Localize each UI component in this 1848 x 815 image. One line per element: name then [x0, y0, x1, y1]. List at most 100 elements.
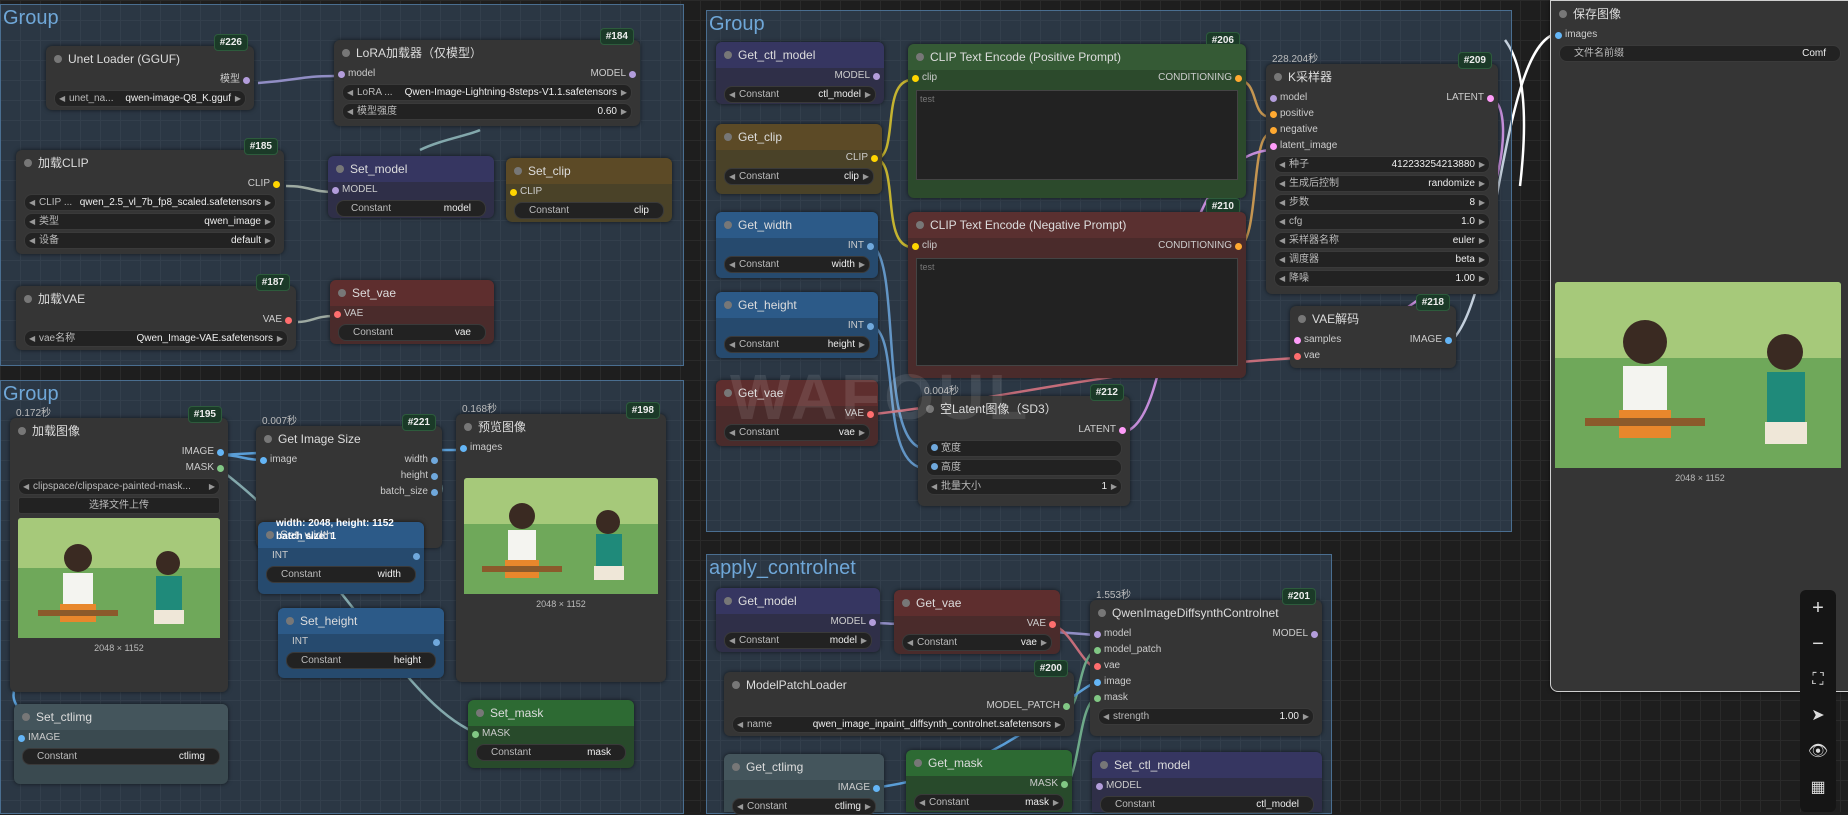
- arrow-left-icon[interactable]: ◀: [23, 482, 30, 491]
- output-socket-latent[interactable]: [1487, 95, 1494, 102]
- collapse-dot-icon[interactable]: [732, 763, 740, 771]
- node-title[interactable]: VAE解码: [1290, 306, 1456, 332]
- arrow-left-icon[interactable]: ◀: [1279, 255, 1286, 264]
- node-title[interactable]: Set_clip: [506, 158, 672, 184]
- node-title[interactable]: 保存图像: [1551, 1, 1848, 27]
- arrow-left-icon[interactable]: ◀: [729, 172, 736, 181]
- node-title[interactable]: 加载CLIP: [16, 150, 284, 176]
- input-socket-width[interactable]: [931, 444, 938, 451]
- eye-icon[interactable]: 👁: [1807, 743, 1829, 760]
- arrow-right-icon[interactable]: ▶: [1054, 720, 1061, 729]
- input-socket-clip[interactable]: [510, 189, 517, 196]
- lora-name-combo[interactable]: ◀LoRA ...Qwen-Image-Lightning-8steps-V1.…: [342, 84, 632, 101]
- collapse-dot-icon[interactable]: [724, 597, 732, 605]
- output-socket-batch[interactable]: [431, 489, 438, 496]
- arrow-left-icon[interactable]: ◀: [347, 107, 354, 116]
- arrow-right-icon[interactable]: ▶: [208, 482, 215, 491]
- arrow-left-icon[interactable]: ◀: [1279, 160, 1286, 169]
- output-socket-int[interactable]: [867, 243, 874, 250]
- node-title[interactable]: Set_mask: [468, 700, 634, 726]
- node-title[interactable]: Unet Loader (GGUF): [46, 46, 254, 72]
- input-socket-image[interactable]: [260, 457, 267, 464]
- arrow-right-icon[interactable]: ▶: [1302, 712, 1309, 721]
- input-socket-model[interactable]: [332, 187, 339, 194]
- arrow-left-icon[interactable]: ◀: [29, 334, 36, 343]
- node-title[interactable]: 预览图像: [456, 414, 666, 440]
- node-title[interactable]: Get_width: [716, 212, 878, 238]
- arrow-right-icon[interactable]: ▶: [234, 94, 241, 103]
- input-socket-vae[interactable]: [1094, 663, 1101, 670]
- locate-icon[interactable]: ➤: [1811, 707, 1825, 724]
- output-socket-vae[interactable]: [1049, 621, 1056, 628]
- node-title[interactable]: Get_clip: [716, 124, 882, 150]
- arrow-left-icon[interactable]: ◀: [737, 802, 744, 811]
- collapse-dot-icon[interactable]: [514, 167, 522, 175]
- node-title[interactable]: Get_height: [716, 292, 878, 318]
- collapse-dot-icon[interactable]: [266, 531, 274, 539]
- arrow-left-icon[interactable]: ◀: [729, 636, 736, 645]
- zoom-out-icon[interactable]: −: [1812, 633, 1824, 655]
- clip-name-combo[interactable]: ◀CLIP ...qwen_2.5_vl_7b_fp8_scaled.safet…: [24, 194, 276, 211]
- width-input[interactable]: 宽度: [926, 440, 1122, 457]
- collapse-dot-icon[interactable]: [724, 389, 732, 397]
- arrow-left-icon[interactable]: ◀: [1279, 217, 1286, 226]
- arrow-right-icon[interactable]: ▶: [858, 428, 865, 437]
- input-socket-images[interactable]: [460, 445, 467, 452]
- arrow-right-icon[interactable]: ▶: [1040, 638, 1047, 647]
- arrow-right-icon[interactable]: ▶: [862, 172, 869, 181]
- node-positive-prompt[interactable]: #206 CLIP Text Encode (Positive Prompt) …: [908, 32, 1246, 198]
- node-clip-loader[interactable]: #185 加载CLIP CLIP ◀CLIP ...qwen_2.5_vl_7b…: [16, 138, 284, 254]
- collapse-dot-icon[interactable]: [724, 51, 732, 59]
- arrow-left-icon[interactable]: ◀: [347, 88, 354, 97]
- collapse-dot-icon[interactable]: [916, 53, 924, 61]
- output-socket-model[interactable]: [243, 77, 250, 84]
- collapse-dot-icon[interactable]: [724, 301, 732, 309]
- node-title[interactable]: 加载VAE: [16, 286, 296, 312]
- output-socket-image[interactable]: [217, 449, 224, 456]
- output-socket-vae[interactable]: [285, 317, 292, 324]
- arrow-left-icon[interactable]: ◀: [29, 236, 36, 245]
- arrow-left-icon[interactable]: ◀: [1279, 236, 1286, 245]
- input-socket-model[interactable]: [1270, 95, 1277, 102]
- input-socket-patch[interactable]: [1094, 647, 1101, 654]
- collapse-dot-icon[interactable]: [724, 221, 732, 229]
- arrow-left-icon[interactable]: ◀: [729, 428, 736, 437]
- output-socket-image[interactable]: [1445, 337, 1452, 344]
- node-title[interactable]: 空Latent图像（SD3）: [918, 396, 1130, 422]
- arrow-right-icon[interactable]: ▶: [864, 802, 871, 811]
- arrow-left-icon[interactable]: ◀: [737, 720, 744, 729]
- arrow-right-icon[interactable]: ▶: [1478, 160, 1485, 169]
- collapse-dot-icon[interactable]: [336, 165, 344, 173]
- arrow-right-icon[interactable]: ▶: [1478, 255, 1485, 264]
- input-socket-negative[interactable]: [1270, 127, 1277, 134]
- collapse-dot-icon[interactable]: [732, 681, 740, 689]
- node-empty-latent[interactable]: 0.004秒 #212 空Latent图像（SD3） LATENT 宽度 高度 …: [918, 384, 1130, 506]
- node-preview-image[interactable]: 0.168秒 #198 预览图像 images 2048 × 1152: [456, 402, 666, 682]
